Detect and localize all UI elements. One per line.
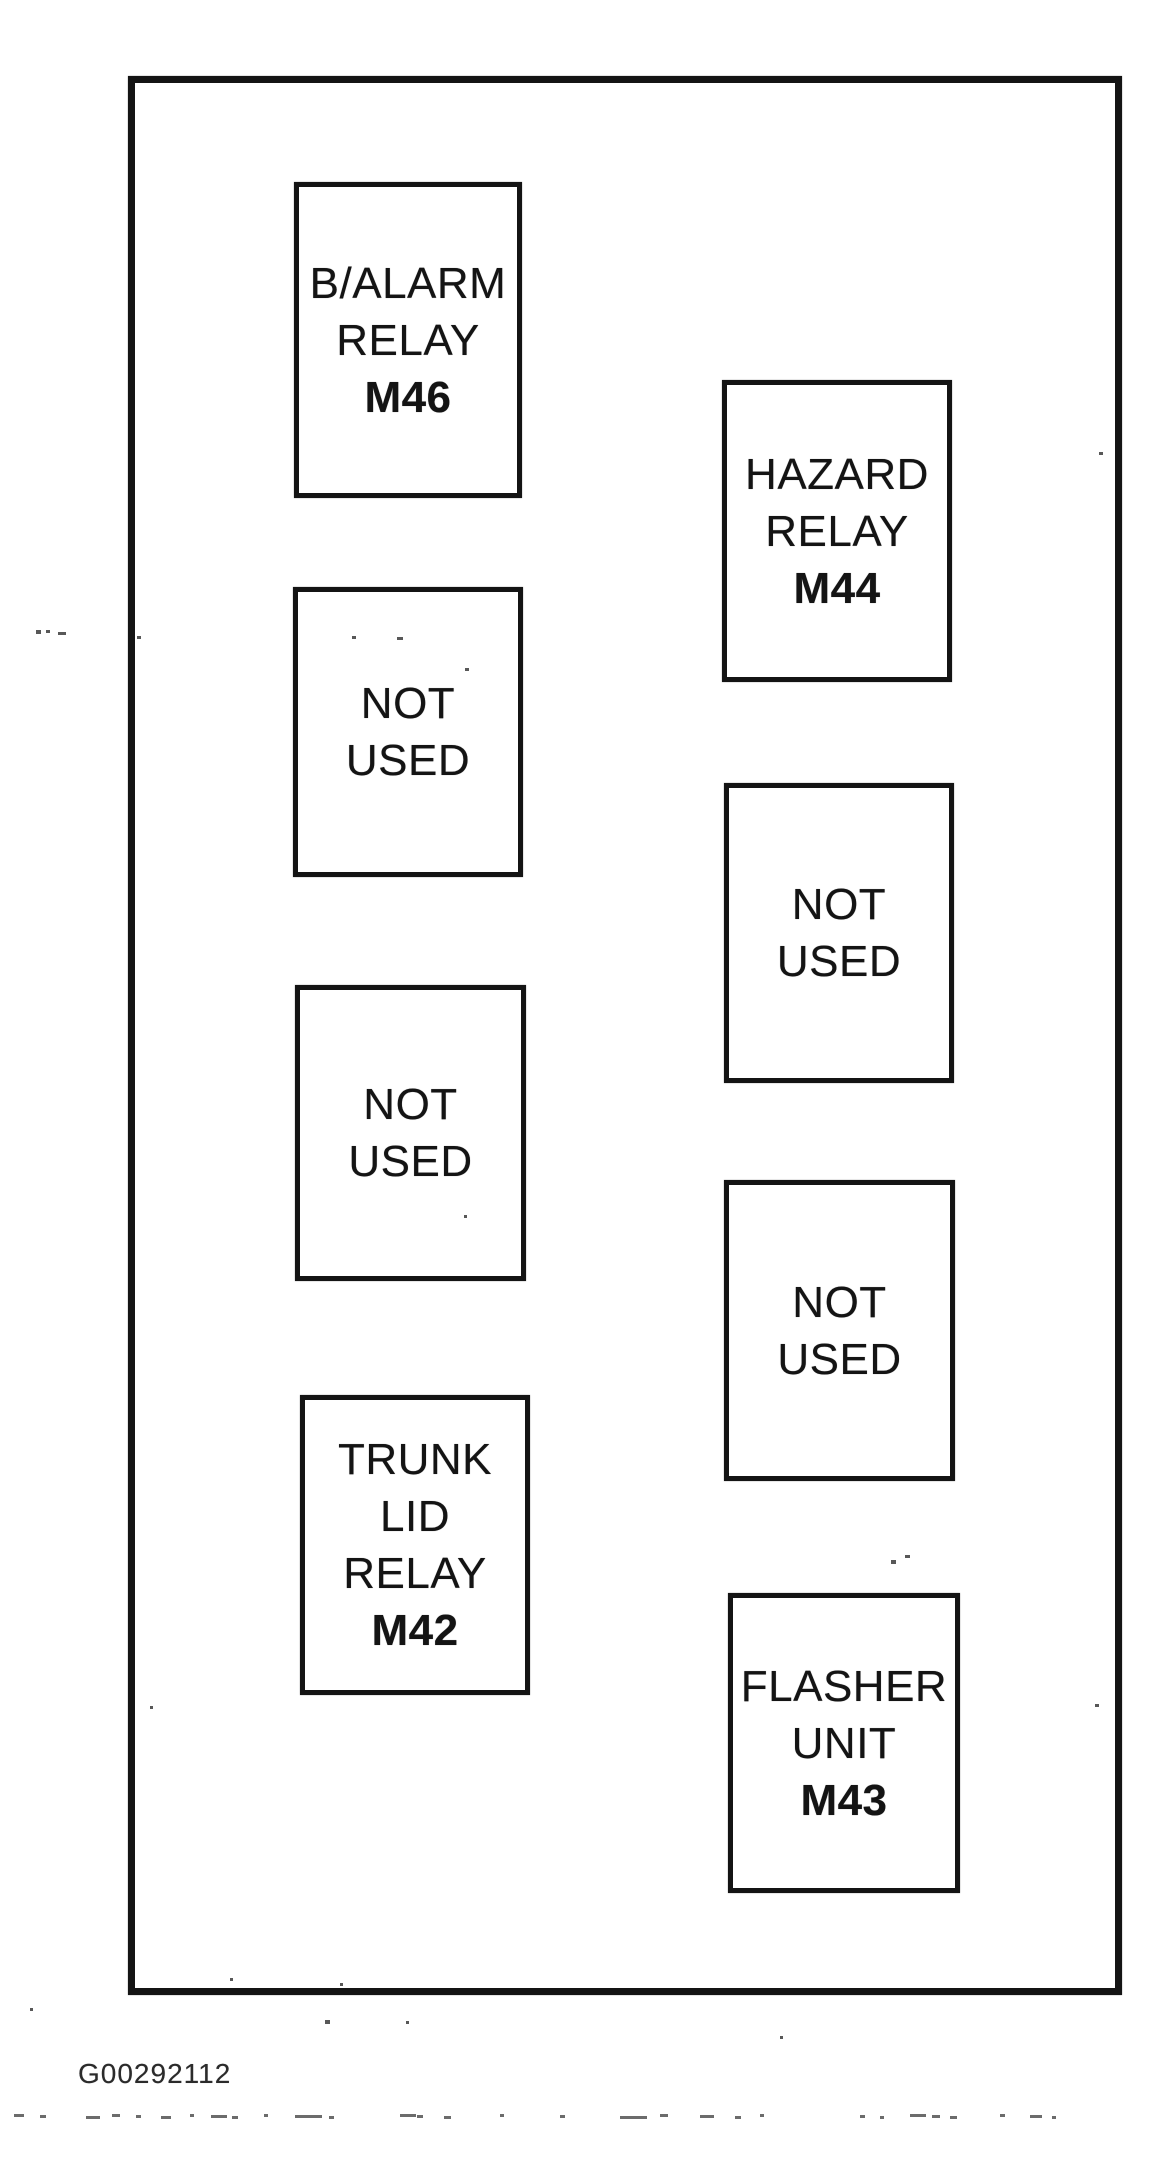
label-line: USED [348,1137,473,1186]
scan-dash [620,2116,647,2119]
relay-box-label: NOT USED [346,675,470,789]
relay-box-hazard-m44: HAZARD RELAY M44 [722,380,952,682]
scan-speck [406,2021,409,2024]
label-line: LID [380,1492,450,1541]
relay-panel-outline [128,76,1122,1995]
scan-dash [660,2114,668,2117]
label-line: NOT [792,1277,887,1327]
label-line: TRUNK [337,1435,493,1484]
label-line: USED [777,1334,902,1384]
scan-dash [1000,2114,1005,2117]
scan-dash [161,2116,171,2119]
scan-speck [30,2008,33,2011]
scan-dash [400,2114,416,2117]
relay-box-not-used-right-top: NOT USED [724,783,954,1083]
label-line: NOT [791,880,887,929]
scan-dash [14,2114,24,2117]
scan-dash [1030,2115,1042,2118]
scan-dash [700,2115,714,2118]
scan-dash [40,2115,46,2118]
scan-dash [950,2116,957,2119]
label-line: UNIT [791,1718,897,1768]
label-line: USED [776,937,902,986]
scan-dash [329,2116,334,2119]
label-line: NOT [363,1080,458,1129]
label-code: M43 [800,1775,888,1825]
label-line: RELAY [343,1549,487,1598]
label-line: USED [345,736,471,785]
scan-speck [325,2020,330,2024]
scan-dash [264,2114,268,2117]
scan-dash [735,2116,741,2119]
scan-dash [190,2114,194,2117]
label-line: RELAY [336,315,480,365]
scan-dash [112,2114,120,2117]
scan-speck [58,632,66,635]
relay-box-label: NOT USED [777,876,901,990]
relay-box-not-used-left-top: NOT USED [293,587,523,877]
scan-dash [880,2116,884,2119]
scan-dash [560,2115,565,2118]
relay-box-b-alarm-m46: B/ALARM RELAY M46 [294,182,522,498]
label-line: FLASHER [740,1661,948,1711]
relay-box-trunk-lid-m42: TRUNK LID RELAY M42 [300,1395,530,1695]
scan-dash [211,2115,227,2118]
relay-box-label: TRUNK LID RELAY M42 [338,1431,492,1659]
label-line: B/ALARM [309,258,507,308]
scan-dash [295,2115,322,2118]
relay-box-label: NOT USED [348,1076,472,1190]
relay-box-flasher-m43: FLASHER UNIT M43 [728,1593,960,1893]
relay-box-label: B/ALARM RELAY M46 [310,255,507,426]
scan-speck [36,630,41,634]
scan-dash [910,2114,926,2117]
scan-dash [232,2116,238,2119]
relay-box-label: NOT USED [777,1274,901,1388]
label-line: RELAY [765,506,909,556]
figure-id-label: G00292112 [78,2058,232,2089]
relay-box-not-used-right-bottom: NOT USED [724,1180,955,1481]
scan-speck [780,2036,783,2039]
scan-dash [932,2115,940,2118]
relay-box-label: HAZARD RELAY M44 [745,446,929,617]
scan-dash [860,2115,865,2118]
scan-dash [86,2116,100,2119]
label-code: M44 [793,563,881,613]
scan-speck [46,630,50,633]
scan-dash [136,2115,141,2118]
scan-dash [760,2114,764,2117]
scan-dash [417,2115,423,2118]
label-code: M42 [371,1606,459,1655]
relay-box-not-used-left-bottom: NOT USED [295,985,526,1281]
label-line: NOT [360,679,456,728]
label-line: HAZARD [745,449,929,499]
label-code: M46 [364,372,452,422]
scan-dash [1052,2116,1056,2119]
relay-box-label: FLASHER UNIT M43 [741,1658,947,1829]
scan-dash [500,2114,504,2117]
scan-dash [444,2116,451,2119]
